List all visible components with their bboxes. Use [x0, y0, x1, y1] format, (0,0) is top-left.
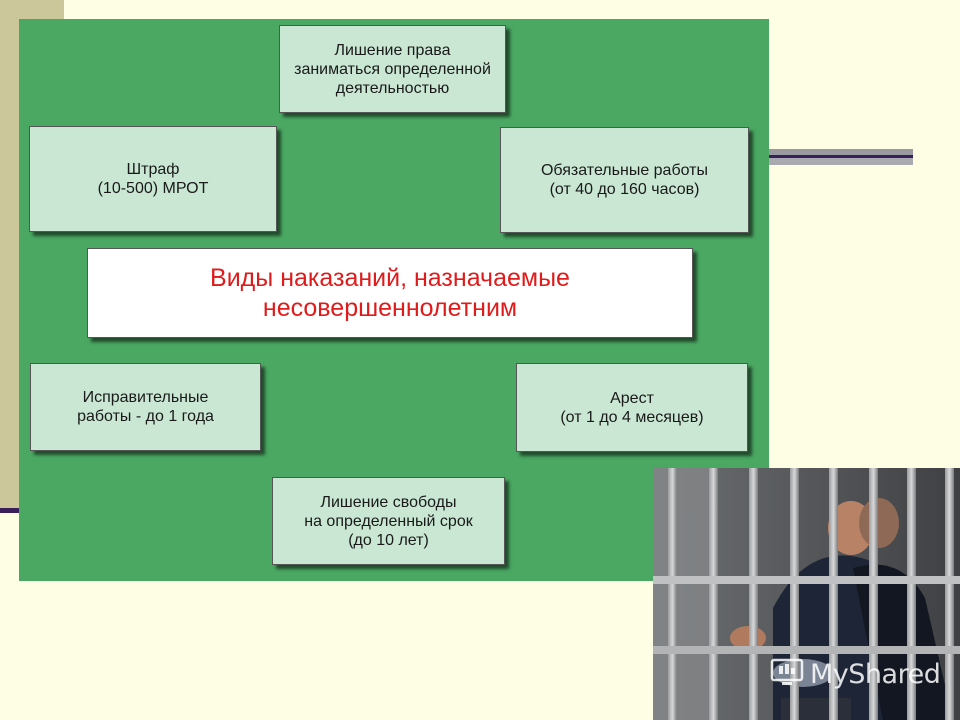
box-deprivation-of-right: Лишение права заниматься определенной де…	[279, 25, 506, 113]
watermark-text: MyShared	[810, 659, 941, 690]
watermark-logo-icon	[770, 656, 804, 693]
box-imprisonment: Лишение свободы на определенный срок (до…	[272, 477, 505, 565]
slide-accent-line	[0, 508, 20, 513]
box-fine: Штраф (10-500) МРОТ	[29, 126, 277, 232]
box-correctional-work: Исправительные работы - до 1 года	[30, 363, 261, 451]
decorative-stripe	[762, 149, 913, 165]
box-arrest: Арест (от 1 до 4 месяцев)	[516, 363, 748, 452]
diagram-title: Виды наказаний, назначаемые несовершенно…	[87, 248, 693, 338]
box-compulsory-work: Обязательные работы (от 40 до 160 часов)	[500, 127, 749, 233]
diagram-panel: Лишение права заниматься определенной де…	[19, 19, 769, 581]
watermark: MyShared	[770, 656, 941, 693]
